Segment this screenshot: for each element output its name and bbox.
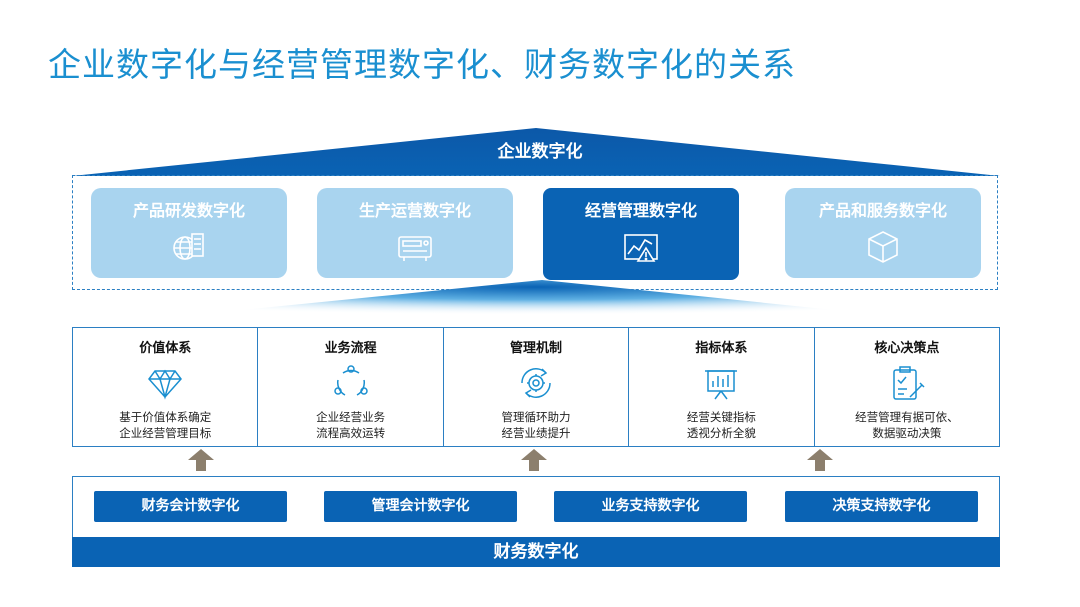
- card-label: 产品研发数字化: [132, 201, 245, 220]
- pillar-desc-line: 经营管理有据可依、: [855, 410, 959, 424]
- page-title: 企业数字化与经营管理数字化、财务数字化的关系: [48, 45, 796, 84]
- card-production-ops: 生产运营数字化: [317, 188, 513, 278]
- clipboard-check-icon: [893, 366, 925, 400]
- pillar-business-process: 业务流程 企业经营业务 流程高效运转: [258, 328, 444, 446]
- connector-glow: [72, 280, 1000, 327]
- chart-warning-icon: [624, 234, 658, 262]
- pillar-heading: 业务流程: [324, 341, 377, 356]
- business-support-box: 业务支持数字化: [554, 491, 747, 522]
- finance-accounting-box: 财务会计数字化: [94, 491, 287, 522]
- card-label: 生产运营数字化: [358, 201, 471, 220]
- card-label: 产品和服务数字化: [818, 201, 947, 220]
- management-accounting-box: 管理会计数字化: [324, 491, 517, 522]
- machine-panel-icon: [398, 236, 432, 261]
- pillar-desc-line: 经营关键指标: [686, 410, 756, 424]
- up-arrow-icon: [807, 449, 833, 471]
- pillar-core-decision: 核心决策点 经营管理有据可依、 数据驱动决策: [815, 328, 999, 446]
- pillar-desc-line: 基于价值体系确定: [119, 410, 212, 424]
- decision-support-box: 决策支持数字化: [785, 491, 978, 522]
- cube-icon: [868, 231, 898, 263]
- pillar-heading: 核心决策点: [874, 341, 940, 356]
- presentation-chart-icon: [705, 370, 738, 400]
- pillar-desc-line: 企业经营管理目标: [119, 426, 212, 440]
- cycle-icon: [333, 365, 368, 396]
- up-arrow-icon: [521, 449, 547, 471]
- globe-server-icon: [173, 233, 204, 260]
- card-product-rd: 产品研发数字化: [91, 188, 287, 278]
- gear-loop-icon: [521, 368, 551, 398]
- roof-label: 企业数字化: [497, 142, 583, 162]
- pillar-desc-line: 透视分析全貌: [686, 426, 756, 440]
- up-arrow-icon: [188, 449, 214, 471]
- pillar-desc-line: 数据驱动决策: [872, 426, 942, 440]
- pillar-desc-line: 流程高效运转: [316, 426, 386, 440]
- pillar-heading: 指标体系: [695, 341, 748, 356]
- pillar-value-system: 价值体系 基于价值体系确定 企业经营管理目标: [73, 328, 259, 446]
- pillar-management-mechanism: 管理机制 管理循环助力 经营业绩提升: [444, 328, 630, 446]
- pillar-desc-line: 企业经营业务: [316, 410, 386, 424]
- card-label: 经营管理数字化: [584, 201, 697, 220]
- finance-digitalization-bar: 财务数字化: [72, 537, 1000, 567]
- pillar-desc-line: 经营业绩提升: [501, 426, 571, 440]
- card-product-service: 产品和服务数字化: [785, 188, 981, 278]
- roof-triangle: [72, 128, 1000, 176]
- pillars-row: 价值体系 基于价值体系确定 企业经营管理目标 业务流程 企业经营业务 流程高效运…: [72, 327, 1000, 447]
- pillar-indicator-system: 指标体系 经营关键指标 透视分析全貌: [629, 328, 815, 446]
- pillar-desc-line: 管理循环助力: [501, 410, 571, 424]
- diamond-icon: [148, 369, 183, 400]
- pillar-heading: 价值体系: [139, 341, 192, 356]
- pillar-heading: 管理机制: [510, 341, 563, 356]
- card-business-management: 经营管理数字化: [543, 188, 739, 280]
